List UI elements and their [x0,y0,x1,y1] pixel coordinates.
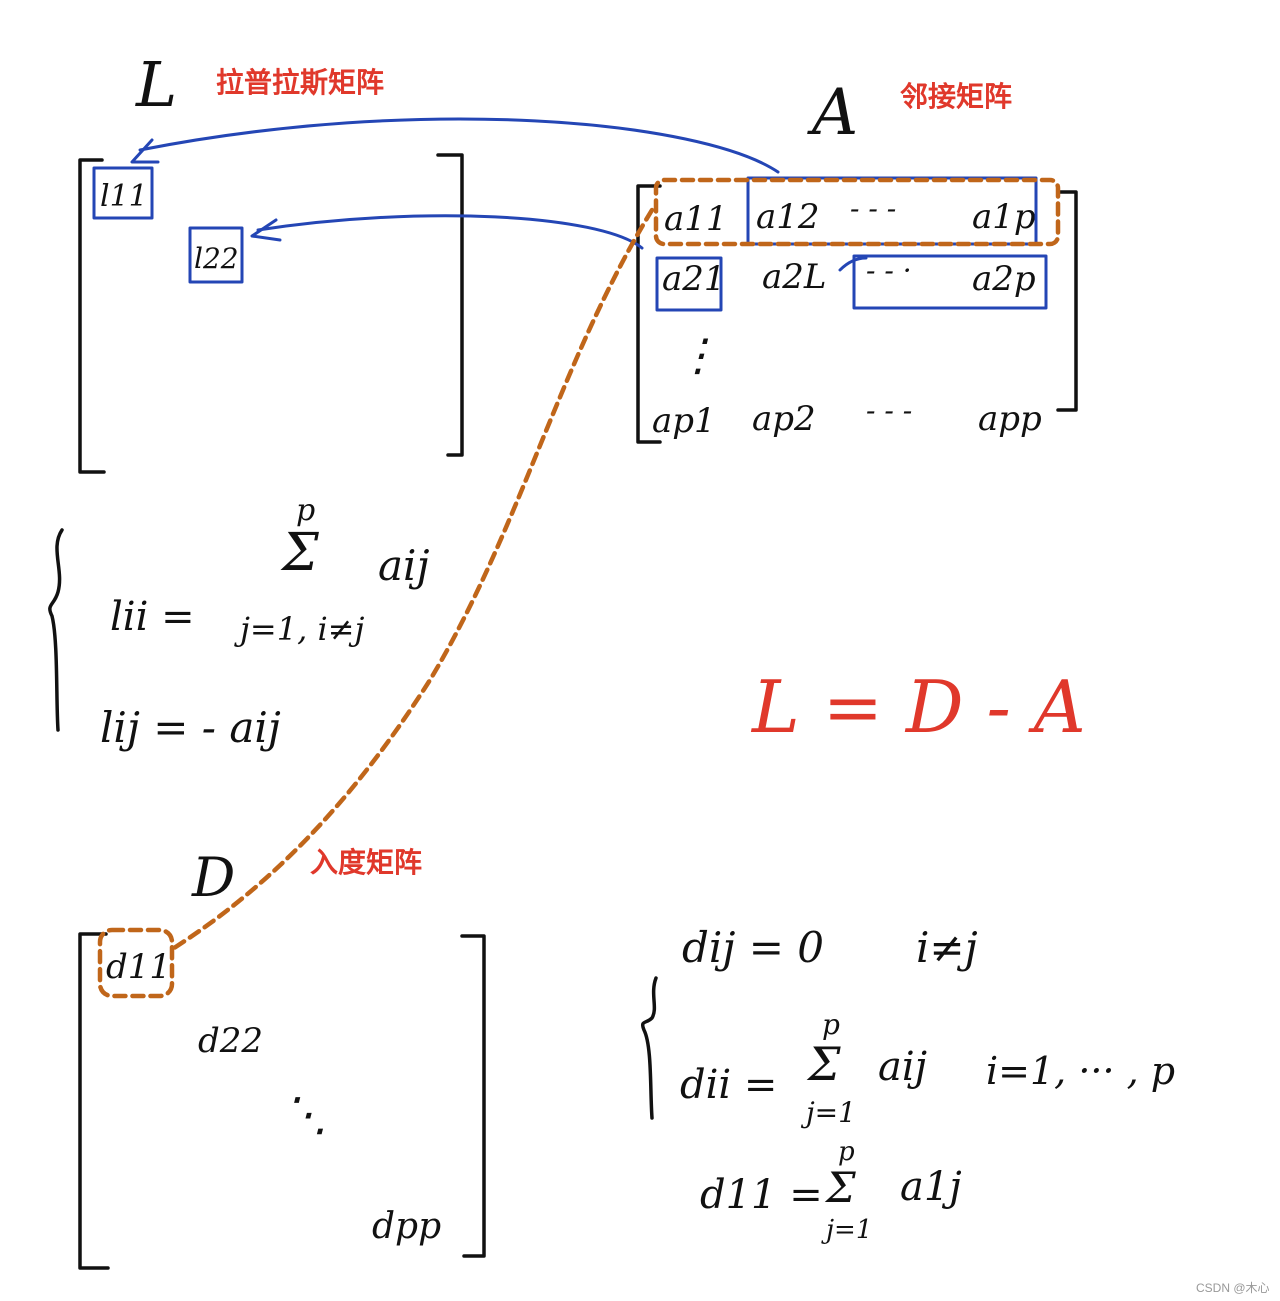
ap1-entry: ap1 [652,401,716,441]
a21-entry: a21 [662,259,726,299]
lii-sum-symbol: Σ [280,523,319,583]
degree-left-bracket [78,932,110,1270]
arrow-row2-to-l22-head [250,218,282,242]
dii-condition: i=1, ··· , p [986,1049,1175,1093]
laplacian-matrix: L 拉普拉斯矩阵 l11 l22 [78,48,464,474]
laplacian-rules-brace [48,528,64,732]
adjacency-matrix: A 邻接矩阵 a11 a12 - - - a1p a21 a2L - - · a… [636,76,1078,444]
lij-rule: lij = - aij [100,703,281,752]
laplacian-rules: lii = p Σ j=1, i≠j aij lij = - aij [48,493,430,752]
arrow-row1-to-l11 [138,117,780,174]
adjacency-left-bracket [636,184,662,444]
row2-offdiag-highlight [852,254,1048,310]
lii-sum-top: p [296,493,315,528]
degree-right-bracket [460,934,486,1258]
d11-example-sum-top: p [838,1137,855,1167]
l11-highlight-box [92,166,154,220]
ap2-entry: ap2 [752,399,816,439]
laplacian-right-bracket [436,153,464,457]
row1-sum-dashed-highlight [653,177,1061,247]
laplacian-label: 拉普拉斯矩阵 [216,66,384,99]
d11-example-sum-symbol: Σ [824,1163,856,1212]
lii-term: aij [378,541,430,590]
dii-lhs: dii = [680,1062,777,1108]
app-entry: app [978,399,1042,439]
mapping-arrows [130,117,868,951]
a1-dots: - - - [850,192,896,225]
laplacian-symbol: L [135,48,177,121]
a2-dots: - - · [866,254,912,287]
dij-condition: i≠j [916,923,978,972]
laplacian-left-bracket [78,158,106,474]
dii-sum-top: p [822,1008,840,1041]
l11-entry: l11 [100,179,148,214]
degree-rules: dij = 0 i≠j dii = p Σ j=1 aij i=1, ··· ,… [640,923,1175,1245]
a1p-entry: a1p [972,197,1036,237]
a12-entry: a12 [756,197,820,237]
lii-lhs: lii = [110,594,195,640]
main-equation: L = D - A [750,665,1086,749]
d11-example-lhs: d11 = [700,1172,823,1218]
d11-dashed-highlight [97,927,175,999]
a2p-entry: a2p [972,259,1036,299]
degree-matrix: D 入度矩阵 d11 d22 ⋱ dpp [78,846,486,1270]
arrow-row1-to-l11-head [130,138,160,164]
a22-entry: a2L [762,257,826,297]
adjacency-label: 邻接矩阵 [900,80,1012,113]
degree-symbol: D [191,846,235,909]
a11-entry: a11 [664,199,728,239]
lii-sum-bottom: j=1, i≠j [234,610,364,648]
dii-sum-bottom: j=1 [800,1096,856,1129]
ap-dots: - - - [866,394,912,427]
dij-rule: dij = 0 [682,923,824,972]
d11-entry: d11 [106,947,171,987]
diagonal-ellipsis: ⋱ [282,1087,328,1141]
dii-term: aij [878,1044,927,1090]
l22-entry: l22 [194,242,239,275]
l22-highlight-box [188,226,244,284]
dii-sum-symbol: Σ [806,1037,841,1091]
d11-example-term: a1j [900,1164,962,1210]
arrow-row2-to-l22 [256,214,644,250]
d11-example-sum-bottom: j=1 [821,1215,872,1245]
degree-rules-brace [640,976,658,1120]
dpp-entry: dpp [372,1206,441,1247]
a21-highlight-box [655,256,723,312]
row-ellipsis: ⋮ [676,330,720,381]
adjacency-symbol: A [807,76,858,150]
d22-entry: d22 [198,1021,263,1061]
row2-offdiag-hook [838,256,868,272]
dashed-link-row1-to-d11 [171,207,655,951]
degree-label: 入度矩阵 [310,846,422,879]
csdn-watermark: CSDN @木心 [1196,1281,1270,1295]
adjacency-right-bracket [1056,190,1078,412]
